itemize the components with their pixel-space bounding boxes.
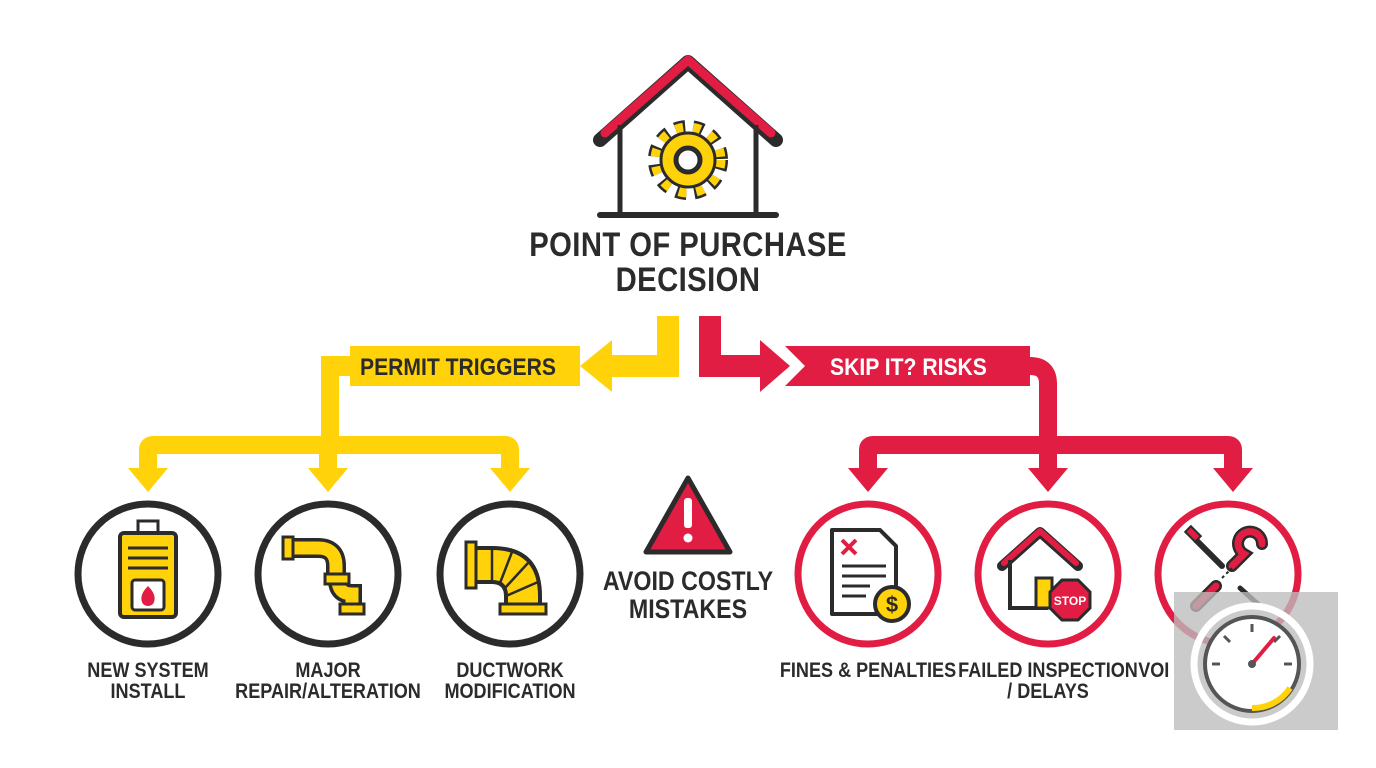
permit-triggers-label: PERMIT TRIGGERS	[360, 354, 556, 381]
page-title: POINT OF PURCHASE DECISION	[529, 226, 847, 299]
permit-triggers-connector	[128, 316, 679, 492]
gauge-overlay	[1174, 592, 1338, 730]
node-new-system-install	[74, 500, 222, 648]
fines-penalties-label: FINES & PENALTIES	[779, 659, 957, 682]
major-repair-label: MAJOR REPAIR/ALTERATION	[235, 659, 421, 704]
house-stop-icon: STOP	[997, 527, 1092, 622]
house-gear-icon	[593, 55, 783, 218]
node-ductwork-modification	[436, 500, 584, 648]
gauge-icon	[1190, 602, 1314, 726]
ductwork-modification-label: DUCTWORK MODIFICATION	[444, 659, 576, 704]
node-failed-inspection: STOP	[974, 500, 1122, 648]
warning-icon	[643, 475, 733, 555]
warning-label: AVOID COSTLY MISTAKES	[602, 566, 774, 624]
skip-risks-label: SKIP IT? RISKS	[830, 354, 987, 381]
failed-inspection-label: FAILED INSPECTION / DELAYS	[958, 659, 1138, 704]
void-label: VOI	[1138, 659, 1170, 682]
node-major-repair	[254, 500, 402, 648]
new-system-install-label: NEW SYSTEM INSTALL	[87, 659, 209, 704]
furnace-icon	[118, 519, 178, 619]
node-fines-penalties: $	[794, 500, 942, 648]
pipe-icon	[281, 535, 366, 616]
fine-document-icon: $	[830, 528, 911, 623]
skip-risks-connector	[699, 316, 1253, 492]
gear-icon	[648, 120, 728, 200]
duct-icon	[464, 540, 548, 616]
svg-text:$: $	[886, 592, 898, 617]
stop-sign-label: STOP	[1054, 594, 1086, 608]
